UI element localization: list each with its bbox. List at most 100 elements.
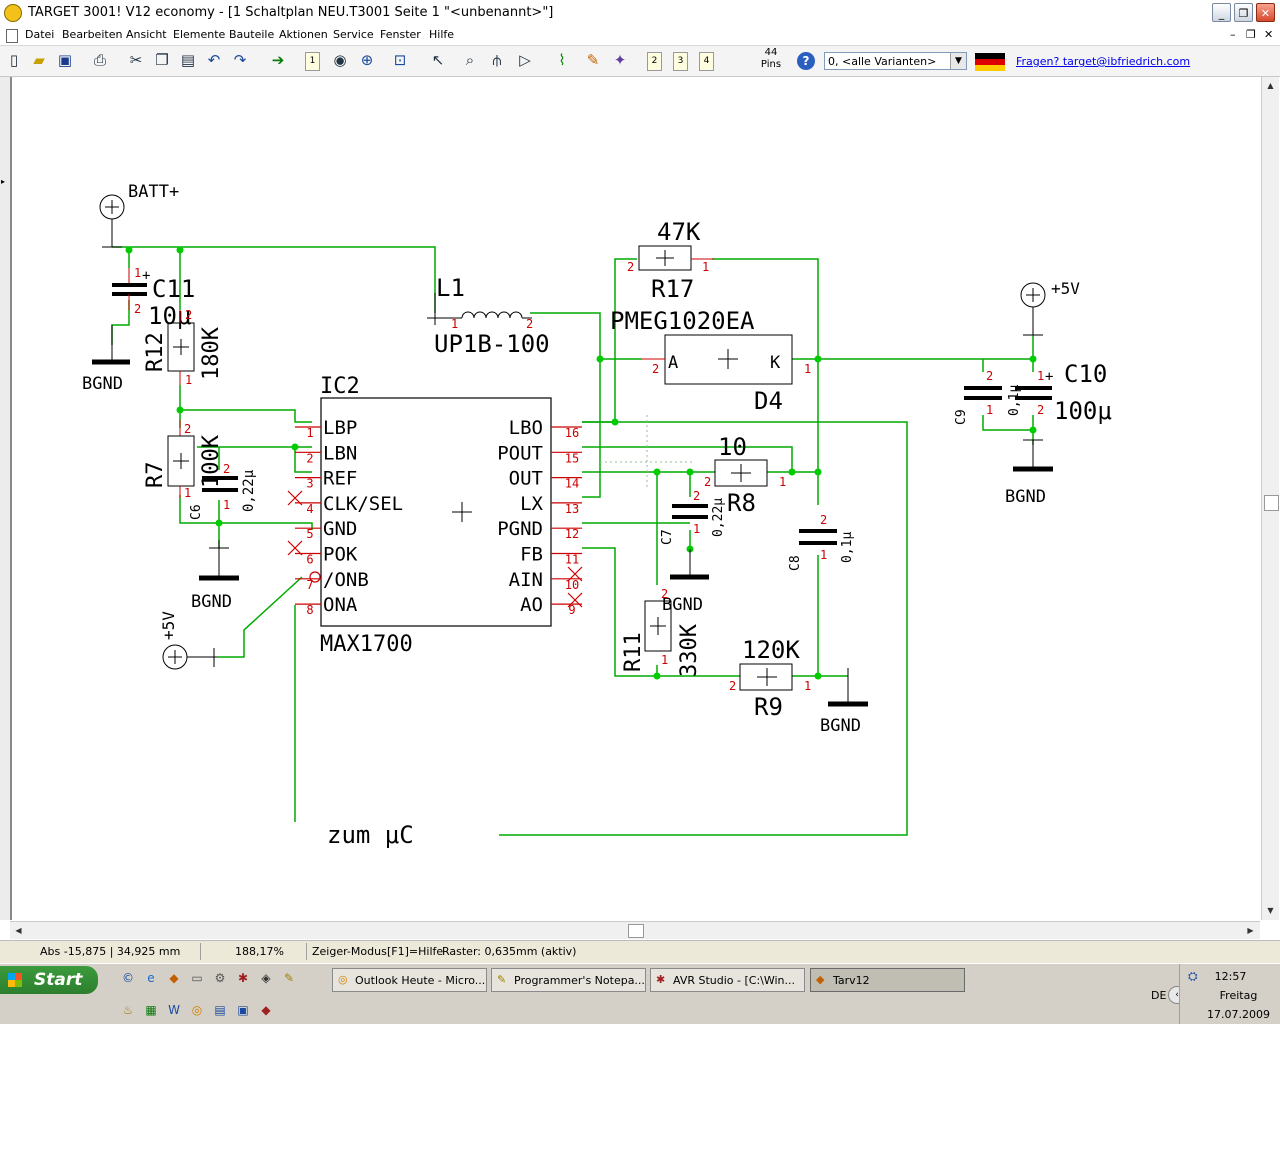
ie-icon[interactable]: e xyxy=(147,971,155,985)
d4-diode[interactable]: A K 2 1 PMEG1020EA D4 xyxy=(610,307,811,415)
close-button[interactable]: ✕ xyxy=(1256,3,1275,22)
task-target[interactable]: ◆ Tarv12 xyxy=(810,968,965,992)
language-indicator[interactable]: DE xyxy=(1151,989,1167,1002)
c9-capacitor[interactable]: 2 1 C9 0,1μ xyxy=(954,369,1022,425)
left-panel-edge[interactable]: ▸ xyxy=(0,77,10,920)
minimize-button[interactable]: _ xyxy=(1212,3,1231,22)
magic-icon[interactable]: ✦ xyxy=(613,51,627,69)
c10-capacitor[interactable]: 1 2 + C10 100μ xyxy=(1015,360,1112,425)
bgnd-symbol-2[interactable]: BGND xyxy=(191,540,239,612)
component-icon[interactable]: ⫛ xyxy=(492,51,502,69)
menu-aktionen[interactable]: Aktionen xyxy=(279,28,328,41)
task-outlook[interactable]: ◎ Outlook Heute - Micro... xyxy=(332,968,487,992)
c11-capacitor[interactable]: 1 2 + C11 10μ xyxy=(112,266,195,330)
doc-close-button[interactable]: ✕ xyxy=(1264,28,1274,41)
pen-icon[interactable]: ✎ xyxy=(283,971,295,985)
r11-resistor[interactable]: 2 1 R11 330K xyxy=(621,587,702,677)
menu-bearbeiten[interactable]: Bearbeiten xyxy=(62,28,123,41)
lamp-icon[interactable]: ♨ xyxy=(122,1003,134,1017)
pointer-icon[interactable]: ↖ xyxy=(431,51,445,69)
gate-icon[interactable]: ▷ xyxy=(519,51,531,69)
menu-service[interactable]: Service xyxy=(333,28,374,41)
app-icon[interactable]: ◈ xyxy=(261,971,271,985)
pen-icon[interactable]: ✎ xyxy=(586,51,600,69)
chevron-down-icon[interactable]: ▼ xyxy=(950,53,966,69)
search-icon[interactable]: ⌕ xyxy=(465,51,475,69)
redo-icon[interactable]: ↷ xyxy=(233,51,247,69)
menu-hilfe[interactable]: Hilfe xyxy=(429,28,455,41)
menu-fenster[interactable]: Fenster xyxy=(380,28,421,41)
wire-icon[interactable]: ⌇ xyxy=(558,51,566,69)
bgnd-symbol-4[interactable]: BGND xyxy=(662,549,709,615)
task-avr-studio[interactable]: ✱ AVR Studio - [C:\Win... xyxy=(650,968,805,992)
import-icon[interactable]: ➔ xyxy=(271,51,285,69)
calculator-icon[interactable]: ▤ xyxy=(214,1003,226,1017)
c8-capacitor[interactable]: 2 1 C8 0,1μ xyxy=(788,513,855,571)
view-icon[interactable]: ◉ xyxy=(333,51,347,69)
page-2-button[interactable]: 2 xyxy=(647,52,662,71)
excel-icon[interactable]: ▦ xyxy=(145,1003,157,1017)
restore-button[interactable]: ❐ xyxy=(1234,3,1253,22)
scroll-left-icon[interactable]: ◀ xyxy=(15,926,22,935)
menu-bauteile[interactable]: Bauteile xyxy=(229,28,275,41)
app-icon[interactable]: ◆ xyxy=(261,1003,271,1017)
panel-expand-icon[interactable]: ▸ xyxy=(1,177,6,186)
print-icon[interactable]: ⎙ xyxy=(93,51,106,69)
start-button[interactable]: Start xyxy=(0,966,98,994)
c7-capacitor[interactable]: 2 1 C7 0,22μ xyxy=(660,489,726,545)
scroll-down-icon[interactable]: ▼ xyxy=(1267,906,1274,915)
app-icon[interactable]: ⚙ xyxy=(214,971,226,985)
doc-restore-button[interactable]: ❐ xyxy=(1246,28,1256,41)
scroll-right-icon[interactable]: ▶ xyxy=(1247,926,1254,935)
vertical-scroll-thumb[interactable] xyxy=(1264,495,1279,511)
page-3-button[interactable]: 3 xyxy=(673,52,688,71)
bgnd-symbol-3[interactable]: BGND xyxy=(1005,439,1053,507)
variant-select[interactable]: 0, <alle Varianten> ▼ xyxy=(824,52,967,70)
save-icon[interactable]: ▣ xyxy=(57,51,73,69)
word-icon[interactable]: W xyxy=(168,1003,180,1017)
paste-icon[interactable]: ▤ xyxy=(180,51,196,69)
bug-icon[interactable]: ✱ xyxy=(237,971,249,985)
vertical-scrollbar[interactable]: ▲ ▼ xyxy=(1261,77,1279,920)
p5v-supply-right[interactable]: +5V xyxy=(1020,279,1080,336)
app-icon[interactable]: ◆ xyxy=(169,971,179,985)
l1-inductor[interactable]: 1 2 L1 UP1B-100 xyxy=(427,274,550,358)
menu-elemente[interactable]: Elemente xyxy=(173,28,226,41)
bgnd-symbol-1[interactable]: BGND xyxy=(82,325,130,394)
batt-label: BATT+ xyxy=(128,182,179,202)
batt-supply[interactable]: BATT+ xyxy=(99,182,179,248)
support-email-link[interactable]: Fragen? target@ibfriedrich.com xyxy=(1016,55,1191,68)
zoom-icon[interactable]: ⊕ xyxy=(360,51,374,69)
new-file-icon[interactable]: ▯ xyxy=(9,51,19,69)
open-folder-icon[interactable]: ▰ xyxy=(33,51,45,69)
menu-datei[interactable]: Datei xyxy=(25,28,55,41)
undo-icon[interactable]: ↶ xyxy=(207,51,221,69)
horizontal-scrollbar[interactable]: ◀ ▶ xyxy=(10,921,1260,939)
scroll-up-icon[interactable]: ▲ xyxy=(1267,81,1274,90)
folder-icon[interactable]: ▭ xyxy=(191,971,203,985)
page-4-button[interactable]: 4 xyxy=(699,52,714,71)
quicklaunch-icon[interactable]: © xyxy=(122,971,134,985)
page-1-button[interactable]: 1 xyxy=(305,52,320,71)
vb-icon[interactable]: ▣ xyxy=(237,1003,249,1017)
network-icon[interactable]: ⛭ xyxy=(1188,969,1198,983)
outlook-icon[interactable]: ◎ xyxy=(191,1003,203,1017)
menu-ansicht[interactable]: Ansicht xyxy=(126,28,167,41)
c6-capacitor[interactable]: 2 1 C6 0,22μ xyxy=(189,462,257,520)
doc-minimize-button[interactable]: – xyxy=(1230,28,1236,41)
p5v-supply-left[interactable]: +5V xyxy=(159,611,217,670)
task-notepad[interactable]: ✎ Programmer's Notepa... xyxy=(491,968,646,992)
help-icon[interactable]: ? xyxy=(797,52,815,70)
r17-resistor[interactable]: 2 1 47K R17 xyxy=(627,218,714,303)
r8-resistor[interactable]: 2 1 10 R8 xyxy=(704,433,786,517)
zoom-fit-icon[interactable]: ⊡ xyxy=(393,51,407,69)
copy-icon[interactable]: ❐ xyxy=(155,51,169,69)
r12-resistor[interactable]: 2 1 R12 180K xyxy=(143,308,224,387)
cut-icon[interactable]: ✂ xyxy=(129,51,143,69)
bgnd-symbol-5[interactable]: BGND xyxy=(820,668,868,736)
horizontal-scroll-thumb[interactable] xyxy=(628,924,644,938)
r9-resistor[interactable]: 2 1 120K R9 xyxy=(729,636,811,721)
